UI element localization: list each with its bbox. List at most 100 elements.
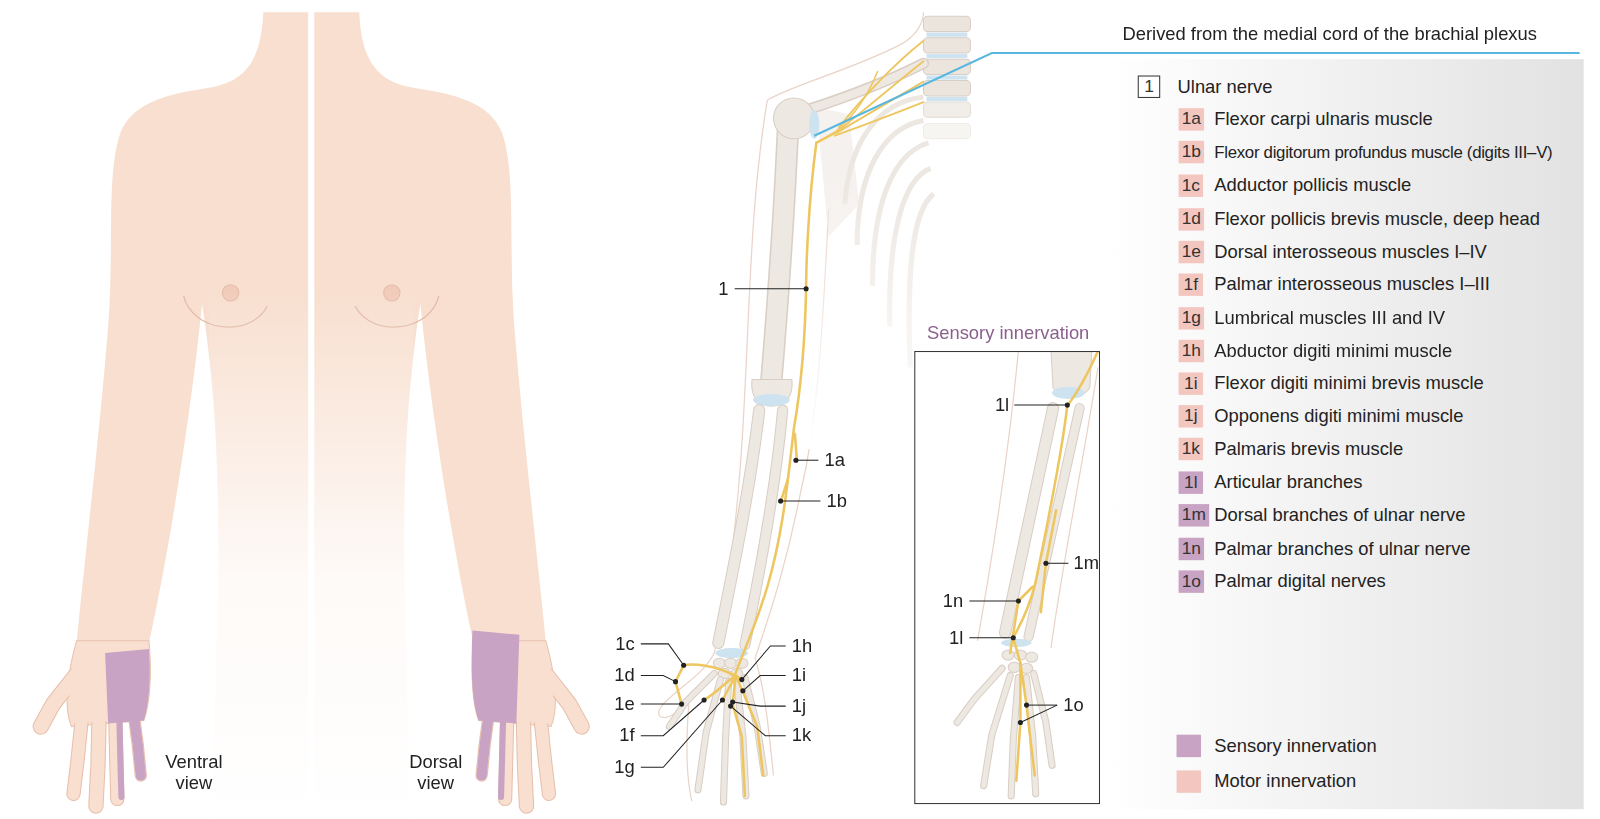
leader-dot <box>728 704 733 709</box>
skeleton-arm <box>773 98 814 139</box>
skeleton-arm <box>923 38 970 53</box>
branch-code-box: 1h <box>1179 340 1205 362</box>
skeleton-arm <box>923 81 970 96</box>
branch-code-box: 1e <box>1179 241 1205 263</box>
sensory-area-ventral <box>105 649 150 797</box>
callout-number: 1a <box>824 450 844 471</box>
code-text: 1b <box>1182 142 1201 162</box>
skeleton-arm <box>669 673 764 802</box>
leader-line <box>733 702 786 706</box>
skeleton-arm <box>718 410 782 645</box>
inset-illustration <box>984 676 1011 786</box>
code-text: 1n <box>1182 539 1201 559</box>
branch-code-box: 1l <box>1179 471 1203 493</box>
branch-code-box: 1k <box>1179 438 1203 460</box>
info-panel-background <box>1107 59 1584 809</box>
leader-dot <box>804 286 809 291</box>
ulnar-nerve <box>795 434 797 462</box>
branch-name: Adductor pollicis muscle <box>1214 175 1411 196</box>
code-text: 1k <box>1182 439 1200 459</box>
callout-number: 1n <box>943 590 963 611</box>
leader-line <box>969 601 1018 602</box>
skeleton-arm <box>923 102 970 117</box>
body-figure <box>41 0 582 819</box>
sensory-area-dorsal <box>472 631 520 724</box>
skeleton-arm <box>669 673 764 802</box>
inset-illustration <box>957 668 1052 796</box>
branch-name: Flexor digiti minimi brevis muscle <box>1214 373 1483 394</box>
legend-swatch <box>1177 770 1201 792</box>
skeleton-arm <box>771 133 787 380</box>
code-text: 1a <box>1182 109 1201 129</box>
callout-number: 1m <box>1073 553 1099 574</box>
inset-illustration <box>957 668 1052 796</box>
branch-name: Opponens digiti minimi muscle <box>1214 406 1463 427</box>
code-text: 1m <box>1182 505 1206 525</box>
skeleton-arm <box>796 184 959 449</box>
branch-name: Palmar digital nerves <box>1214 571 1386 592</box>
callout-number: 1f <box>619 725 634 746</box>
inset-illustration <box>1041 510 1056 612</box>
leader-dot <box>1043 561 1048 566</box>
leader-dot <box>673 679 678 684</box>
code-text: 1 <box>1144 77 1154 97</box>
leader-line <box>1027 705 1058 706</box>
leader-dot <box>1018 720 1023 725</box>
callout-number: 1l <box>949 627 963 648</box>
skeleton-arm <box>927 54 968 58</box>
leader-line <box>641 704 682 705</box>
sensory-area-ventral <box>134 714 141 775</box>
callout-number: 1l <box>995 395 1009 416</box>
ulnar-nerve <box>676 665 735 704</box>
code-text: 1o <box>1182 571 1201 591</box>
skeleton-arm <box>923 16 970 138</box>
branch-name: Palmaris brevis muscle <box>1214 438 1403 459</box>
inset-heading: Sensory innervation <box>885 322 1132 343</box>
plexus-pointer-line <box>814 53 1579 136</box>
callout-number: 1o <box>1063 695 1083 716</box>
branch-code-box: 1b <box>1179 141 1205 163</box>
branch-code-box: 1i <box>1179 372 1203 394</box>
callout-number: 1c <box>615 633 634 654</box>
leader-line <box>1046 563 1068 564</box>
leader-line <box>641 700 704 736</box>
skeleton-arm <box>767 12 923 100</box>
leader-line <box>641 700 723 767</box>
leader-line <box>781 501 821 502</box>
legend-swatch <box>1177 735 1201 757</box>
branch-code-box: 1m <box>1179 504 1210 526</box>
code-text: 1g <box>1182 308 1201 328</box>
branch-code-box: 1d <box>1179 208 1205 230</box>
skeleton-arm <box>745 410 783 645</box>
skeleton-arm <box>659 12 971 802</box>
code-text: 1e <box>1182 242 1201 262</box>
inset-illustration <box>1013 352 1098 663</box>
leader-dot <box>739 677 744 682</box>
leader-line <box>731 706 786 736</box>
code-text: 1i <box>1184 373 1198 393</box>
inset-illustration <box>1005 408 1053 632</box>
skeleton-arm <box>752 380 792 407</box>
callout-number: 1i <box>792 665 806 686</box>
skeleton-arm <box>927 76 968 80</box>
ulnar-nerve <box>735 143 817 676</box>
info-panel-background <box>1107 59 1584 809</box>
skeleton-arm <box>927 97 968 101</box>
leader-dot <box>1065 403 1070 408</box>
skeleton-arm <box>927 33 968 37</box>
ulnar-nerve <box>733 676 745 796</box>
plexus-pointer-line <box>814 53 1579 136</box>
inset-illustration <box>1029 408 1080 637</box>
body-figure <box>308 0 314 819</box>
sensory-area-ventral <box>105 649 150 723</box>
callout-number: 1h <box>792 635 812 656</box>
branch-name: Dorsal interosseous muscles I–IV <box>1214 241 1487 262</box>
inset-illustration <box>1005 408 1079 637</box>
leader-dot <box>1024 703 1029 708</box>
leader-line <box>1014 405 1067 406</box>
callout-number: 1e <box>614 694 634 715</box>
branch-code-box: 1o <box>1179 570 1205 592</box>
code-text: 1d <box>1182 209 1201 229</box>
skeleton-arm <box>724 658 736 668</box>
leader-dot <box>679 702 684 707</box>
